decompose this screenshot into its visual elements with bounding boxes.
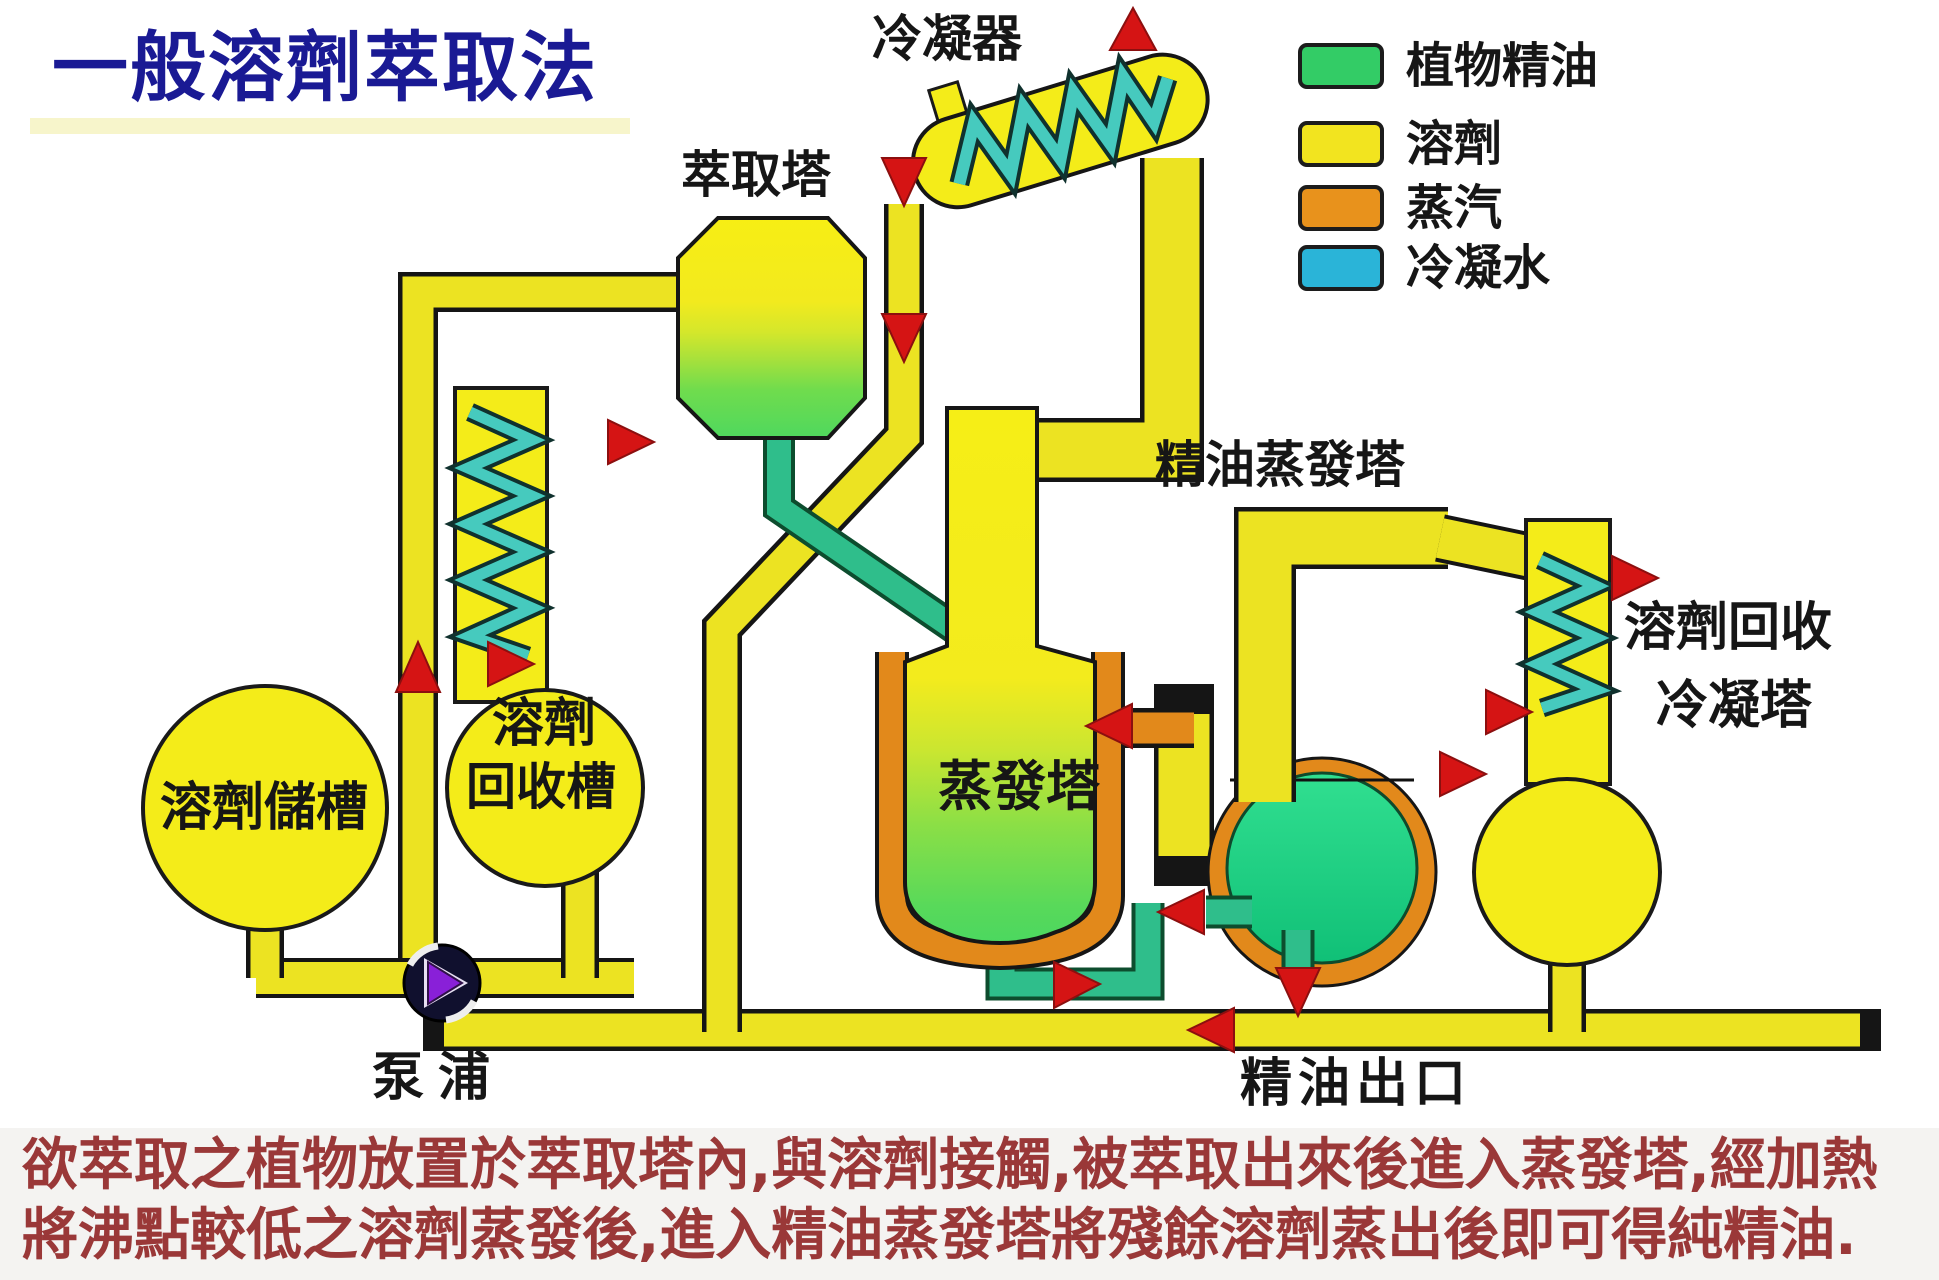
legend-swatch-steam	[1298, 185, 1384, 231]
legend-item-plant-oil: 植物精油	[1298, 42, 1598, 90]
arrow-up-condenser-outlet	[1108, 5, 1158, 51]
arrow-down-oil-outlet	[1274, 967, 1322, 1019]
pump-label: 泵浦	[372, 1048, 505, 1108]
page-title: 一般溶劑萃取法	[52, 23, 598, 112]
recovery-condensing-label-line1: 溶劑回收	[1624, 598, 1833, 658]
legend-swatch-solvent	[1298, 121, 1384, 167]
pump	[402, 942, 482, 1024]
solvent-recovery-label-line1: 溶劑	[492, 694, 597, 754]
legend-swatch-plant-oil	[1298, 43, 1384, 89]
arrow-left-steam	[1083, 702, 1133, 750]
arrow-right-recovery-coil	[487, 640, 537, 688]
arrow-right-condensing-top	[1611, 554, 1661, 602]
arrow-right-between-spheres	[1439, 750, 1489, 798]
solvent-storage-tank	[141, 684, 389, 932]
legend-swatch-condensate	[1298, 245, 1384, 291]
recovery-condensing-tower	[1472, 518, 1662, 967]
evaporation-tower-jacket	[875, 652, 1125, 971]
recovery-coil	[454, 406, 546, 662]
legend-label-steam: 蒸汽	[1406, 180, 1503, 236]
pump-highlight	[406, 942, 439, 967]
extraction-tower-label: 萃取塔	[681, 146, 831, 204]
legend-item-solvent: 溶劑	[1298, 120, 1502, 168]
oil-sphere	[1225, 771, 1419, 965]
pump-rotor	[427, 960, 464, 1006]
arrow-right-residue	[1053, 960, 1103, 1010]
arrow-up-solvent-feed	[394, 639, 442, 693]
mixture-pipe	[763, 424, 964, 642]
legend-label-plant-oil: 植物精油	[1406, 38, 1599, 94]
description-background	[0, 1128, 1939, 1280]
arrow-down-condensate	[880, 313, 928, 365]
evaporation-tower-vessel	[903, 406, 1097, 946]
oil-evaporation-sphere	[1206, 756, 1438, 988]
arrow-left-sphere-stub	[1155, 888, 1205, 936]
description-line2: 將沸點較低之溶劑蒸發後,進入精油蒸發塔將殘餘溶劑蒸出後即可得純精油.	[22, 1203, 1857, 1268]
oil-evap-column-pipe	[1234, 507, 1541, 802]
arrow-left-solvent-return	[1185, 1006, 1235, 1054]
legend-label-condensate: 冷凝水	[1406, 240, 1551, 296]
oil-evaporation-tower-label: 精油蒸發塔	[1155, 436, 1405, 494]
recovery-condensing-label-line2: 冷凝塔	[1656, 676, 1813, 736]
legend-label-solvent: 溶劑	[1406, 116, 1503, 172]
arrow-right-to-extractor	[607, 418, 657, 466]
condenser-vessel	[910, 51, 1210, 210]
condenser-coil	[953, 61, 1174, 190]
oil-outlet-label: 精油出口	[1240, 1054, 1473, 1114]
arrow-down-condensate-top	[880, 157, 928, 209]
title-highlight	[30, 118, 630, 134]
condensing-coil	[1524, 555, 1612, 714]
solvent-storage-label: 溶劑儲槽	[160, 778, 369, 838]
description-line1: 欲萃取之植物放置於萃取塔內,與溶劑接觸,被萃取出來後進入蒸發塔,經加熱	[22, 1133, 1878, 1198]
flow-arrows	[394, 5, 1661, 1054]
legend-item-steam: 蒸汽	[1298, 184, 1502, 232]
pump-highlight	[445, 999, 478, 1024]
legend-item-condensate: 冷凝水	[1298, 244, 1550, 292]
arrow-right-condensing-bottom	[1485, 688, 1535, 736]
solvent-recovery-label-line2: 回收槽	[466, 758, 616, 816]
condenser-label: 冷凝器	[872, 10, 1022, 68]
recovered-solvent-sphere	[1472, 777, 1662, 967]
evaporation-tower-label: 蒸發塔	[938, 755, 1100, 818]
vapor-riser-pipe	[1016, 158, 1204, 482]
solvent-recovery-tank	[445, 688, 645, 888]
solvent-feed-pipe	[398, 272, 684, 966]
extraction-tower-vessel	[676, 216, 867, 440]
